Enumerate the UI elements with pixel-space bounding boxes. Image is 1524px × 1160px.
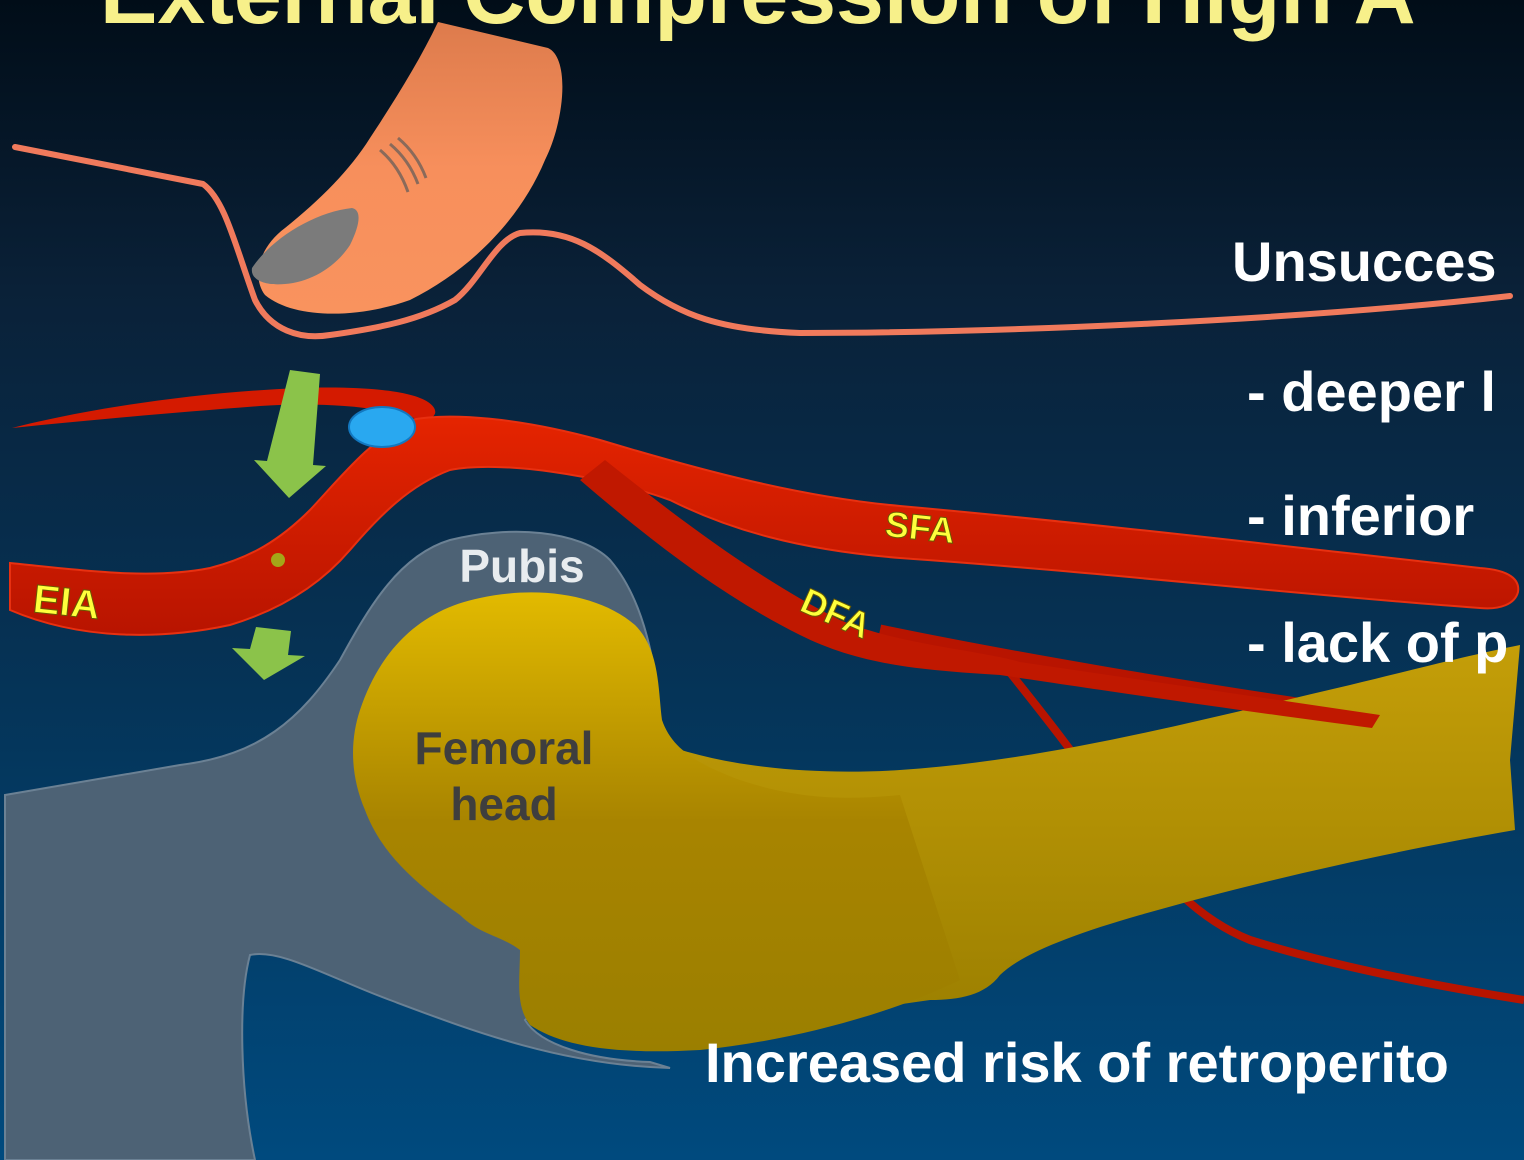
- compression-arrow-large: [254, 370, 326, 498]
- femoral-head-label-line2: head: [450, 778, 557, 830]
- eia-label: EIA: [31, 577, 102, 628]
- heading-text: Unsucces: [1232, 229, 1497, 294]
- footer-text: Increased risk of retroperito: [705, 1030, 1449, 1095]
- compression-arrow-small: [232, 627, 305, 680]
- needle-tip-dot: [271, 553, 285, 567]
- sfa-label: SFA: [883, 503, 957, 551]
- bullet-3: - lack of p: [1247, 610, 1508, 675]
- bullet-2: - inferior: [1247, 483, 1474, 548]
- femoral-head-label-line1: Femoral: [415, 722, 594, 774]
- bullet-1: - deeper l: [1247, 359, 1496, 424]
- puncture-site: [349, 407, 415, 447]
- pubis-label: Pubis: [459, 540, 584, 592]
